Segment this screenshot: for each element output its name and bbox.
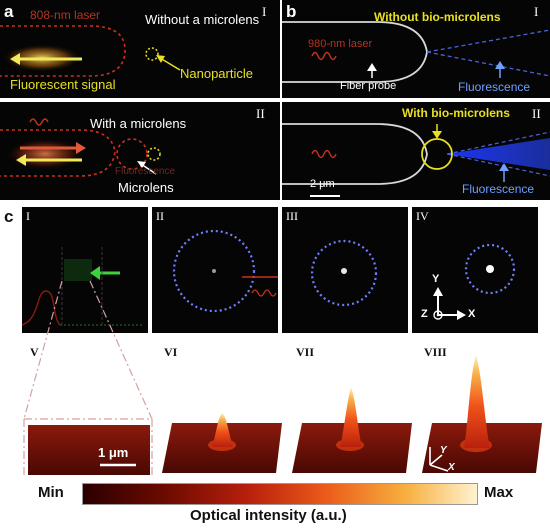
roman-c7: VII (296, 345, 315, 359)
nanoparticle (145, 47, 159, 61)
peak-viii (464, 355, 490, 448)
panel-a-bottom-graphic (0, 118, 161, 177)
colorbar-max-label: Max (484, 484, 514, 501)
axis-z-label-3d: Z (420, 437, 427, 448)
laser-label-b1: 980-nm laser (308, 38, 373, 50)
roman-b2: II (532, 106, 541, 121)
roman-c3: III (286, 209, 298, 223)
microlens-circle (116, 138, 148, 170)
panel-b-bottom: With bio-microlens II Fluorescence 2 μm (282, 102, 550, 200)
c-image-2: II (152, 207, 278, 333)
peak-vii (340, 387, 362, 447)
title-a2: With a microlens (90, 116, 187, 131)
roman-c5: V (30, 345, 39, 359)
wave-b1 (311, 51, 337, 61)
title-a1: Without a microlens (145, 12, 260, 27)
scale-label-b: 2 μm (310, 178, 335, 190)
roman-b1: I (534, 4, 539, 19)
laser-label-a1: 808-nm laser (30, 8, 101, 22)
title-b1: Without bio-microlens (374, 10, 501, 24)
axis-y-label: Y (432, 273, 440, 285)
colorbar-title: Optical intensity (a.u.) (190, 507, 347, 524)
axis-y-label-3d: Y (440, 445, 447, 456)
roman-c6: VI (164, 345, 178, 359)
panel-a-letter: a (4, 2, 14, 21)
microlens-label: Microlens (118, 180, 174, 195)
panel-a-top: a 808-nm laser Without a microlens I Flu… (0, 0, 280, 98)
probe-label: Fiber probe (340, 80, 397, 92)
panel-b-top: b Without bio-microlens I 980-nm laser F… (282, 0, 550, 98)
panel-b-letter: b (286, 2, 297, 21)
scale-label-c: 1 μm (98, 445, 129, 460)
axis-x-label: X (468, 308, 476, 320)
peak-vi (212, 413, 233, 447)
probe-outline-b1 (282, 21, 428, 83)
panel-c-letter: c (4, 207, 14, 226)
fluor-label-b1: Fluorescence (458, 80, 531, 94)
fluor-faint-a2: Fluorescence (115, 166, 176, 177)
title-b2: With bio-microlens (402, 106, 510, 120)
axis-z-label: Z (421, 308, 428, 320)
roman-c2: II (156, 209, 164, 223)
surface-v-plane (28, 425, 150, 475)
c-surface-row (28, 355, 542, 475)
fluor-label-b2: Fluorescence (462, 182, 535, 196)
roman-a1: I (262, 4, 267, 19)
axis-x-label-3d: X (448, 462, 455, 473)
c-image-4: IV Y Z X (412, 207, 538, 333)
colorbar (82, 483, 478, 505)
c-image-1: I (22, 207, 148, 333)
particle-label: Nanoparticle (180, 66, 253, 81)
panel-b-top-graphic (282, 21, 550, 83)
roman-a2: II (256, 106, 265, 121)
roman-c1: I (26, 209, 30, 223)
c-image-3: III (282, 207, 408, 333)
signal-label-a1: Fluorescent signal (10, 77, 116, 92)
roman-c8: VIII (424, 345, 447, 359)
probe-outline-a1 (0, 25, 126, 77)
probe-outline-a2 (0, 129, 116, 177)
colorbar-min-label: Min (38, 484, 64, 501)
panel-a-top-graphic (0, 25, 181, 77)
wave-b2 (311, 149, 337, 159)
wave-a2 (29, 118, 49, 126)
panel-b-bottom-graphic (282, 123, 550, 197)
panel-a-bottom: With a microlens II Fluorescence Microle… (0, 102, 280, 200)
probe-outline-b2 (282, 123, 428, 185)
panel-c: c I II III (0, 203, 550, 530)
roman-c4: IV (416, 209, 429, 223)
